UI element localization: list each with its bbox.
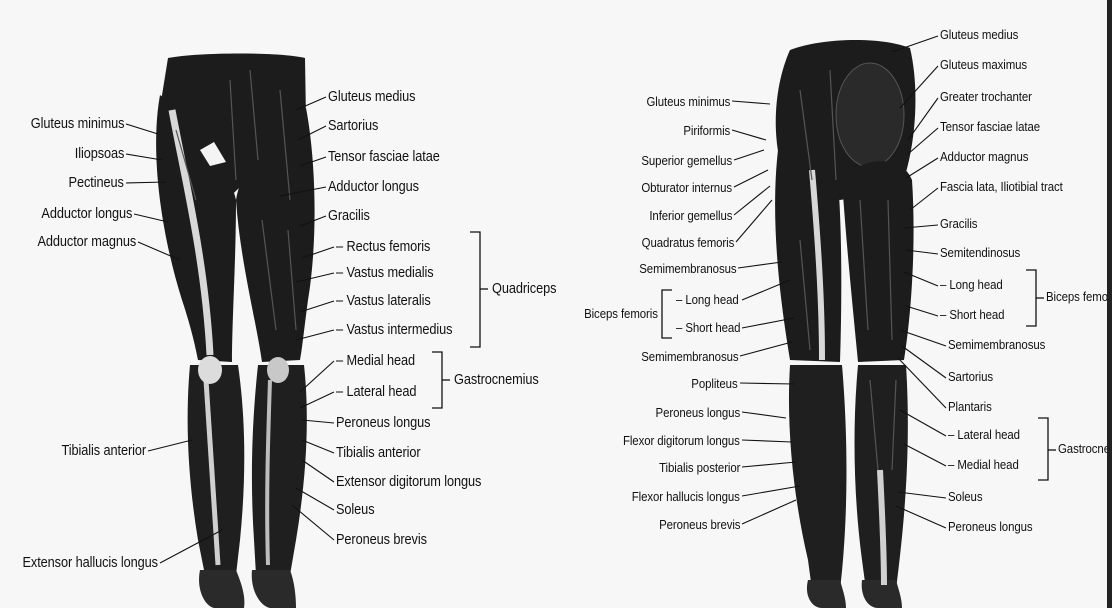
label-post-peroneus-brevis: Peroneus brevis bbox=[659, 517, 740, 533]
label-plantaris: Plantaris bbox=[948, 399, 992, 415]
label-sartorius: Sartorius bbox=[328, 118, 378, 134]
label-post-short-head: – Short head bbox=[676, 320, 740, 336]
posterior-biceps-left-bracket bbox=[662, 290, 672, 338]
label-post-gracilis: Gracilis bbox=[940, 216, 977, 232]
label-post-right-long-head: – Long head bbox=[940, 277, 1003, 293]
label-adductor-magnus: Adductor magnus bbox=[37, 234, 136, 250]
label-extensor-digitorum-longus: Extensor digitorum longus bbox=[336, 474, 481, 490]
anterior-legs-figure bbox=[156, 54, 314, 608]
label-vastus-medialis: – Vastus medialis bbox=[336, 265, 434, 281]
label-gluteus-minimus: Gluteus minimus bbox=[30, 116, 124, 132]
label-tensor-fasciae-latae: Tensor fasciae latae bbox=[328, 149, 440, 165]
label-vastus-intermedius: – Vastus intermedius bbox=[336, 322, 452, 338]
label-semitendinosus: Semitendinosus bbox=[940, 245, 1020, 261]
label-post-peroneus-longus-left: Peroneus longus bbox=[655, 405, 740, 421]
label-post-right-short-head: – Short head bbox=[940, 307, 1004, 323]
label-post-adductor-magnus: Adductor magnus bbox=[940, 149, 1028, 165]
label-group-biceps-left: Biceps femoris bbox=[584, 306, 658, 322]
label-post-lateral-head: – Lateral head bbox=[948, 427, 1020, 443]
page-edge bbox=[1107, 0, 1112, 608]
label-adductor-longus-left: Adductor longus bbox=[41, 206, 132, 222]
label-fascia-lata: Fascia lata, Iliotibial tract bbox=[940, 179, 1063, 195]
label-semimembranosus-lower: Semimembranosus bbox=[641, 349, 738, 365]
label-vastus-lateralis: – Vastus lateralis bbox=[336, 293, 431, 309]
label-peroneus-longus-ant: Peroneus longus bbox=[336, 415, 430, 431]
label-quadratus-femoris: Quadratus femoris bbox=[641, 235, 734, 251]
label-medial-head-ant: – Medial head bbox=[336, 353, 415, 369]
label-peroneus-brevis-ant: Peroneus brevis bbox=[336, 532, 427, 548]
label-inferior-gemellus: Inferior gemellus bbox=[649, 208, 732, 224]
anterior-right-patella bbox=[267, 357, 289, 383]
label-flexor-digitorum-longus: Flexor digitorum longus bbox=[623, 433, 740, 449]
label-gluteus-maximus: Gluteus maximus bbox=[940, 57, 1027, 73]
label-popliteus: Popliteus bbox=[692, 376, 738, 392]
label-superior-gemellus: Superior gemellus bbox=[641, 153, 732, 169]
label-post-peroneus-longus-right: Peroneus longus bbox=[948, 519, 1033, 535]
label-post-sartorius: Sartorius bbox=[948, 369, 993, 385]
anterior-right-foot bbox=[252, 570, 296, 608]
label-post-medial-head: – Medial head bbox=[948, 457, 1019, 473]
anterior-left-foot bbox=[199, 570, 244, 608]
anterior-left-patella bbox=[198, 356, 222, 384]
label-post-gluteus-medius: Gluteus medius bbox=[940, 27, 1018, 43]
label-flexor-hallucis-longus: Flexor hallucis longus bbox=[632, 489, 740, 505]
label-piriformis: Piriformis bbox=[683, 123, 730, 139]
posterior-right-thigh bbox=[842, 161, 914, 362]
label-obturator-internus: Obturator internus bbox=[641, 180, 732, 196]
label-lateral-head-ant: – Lateral head bbox=[336, 384, 416, 400]
label-post-soleus: Soleus bbox=[948, 489, 982, 505]
anterior-right-shank bbox=[252, 365, 307, 575]
posterior-left-shank bbox=[789, 365, 847, 590]
label-gluteus-medius: Gluteus medius bbox=[328, 89, 415, 105]
label-adductor-longus-right: Adductor longus bbox=[328, 179, 419, 195]
label-soleus-ant: Soleus bbox=[336, 502, 375, 518]
label-gracilis: Gracilis bbox=[328, 208, 370, 224]
label-tibialis-posterior: Tibialis posterior bbox=[659, 460, 740, 476]
label-group-gastrocnemius: Gastrocnemius bbox=[454, 372, 539, 388]
label-extensor-hallucis-longus: Extensor hallucis longus bbox=[23, 555, 158, 571]
label-post-tensor-fasciae-latae: Tensor fasciae latae bbox=[940, 119, 1040, 135]
label-group-quadriceps: Quadriceps bbox=[492, 281, 556, 297]
label-pectineus: Pectineus bbox=[69, 175, 124, 191]
label-post-long-head: – Long head bbox=[676, 292, 739, 308]
label-iliopsoas: Iliopsoas bbox=[74, 146, 124, 162]
posterior-legs-figure bbox=[775, 40, 915, 608]
label-group-biceps-right: Biceps femo bbox=[1046, 289, 1108, 305]
label-tibialis-anterior-right: Tibialis anterior bbox=[336, 445, 421, 461]
posterior-left-foot bbox=[807, 580, 846, 608]
label-semimembranosus-upper: Semimembranosus bbox=[639, 261, 736, 277]
posterior-gluteus-maximus bbox=[836, 63, 904, 167]
label-group-gastrocnemius-right: Gastrocne bbox=[1058, 441, 1110, 457]
label-greater-trochanter: Greater trochanter bbox=[940, 89, 1032, 105]
label-post-gluteus-minimus: Gluteus minimus bbox=[646, 94, 730, 110]
label-post-semimembranosus-right: Semimembranosus bbox=[948, 337, 1045, 353]
label-rectus-femoris: – Rectus femoris bbox=[336, 239, 430, 255]
label-tibialis-anterior-left: Tibialis anterior bbox=[61, 443, 146, 459]
